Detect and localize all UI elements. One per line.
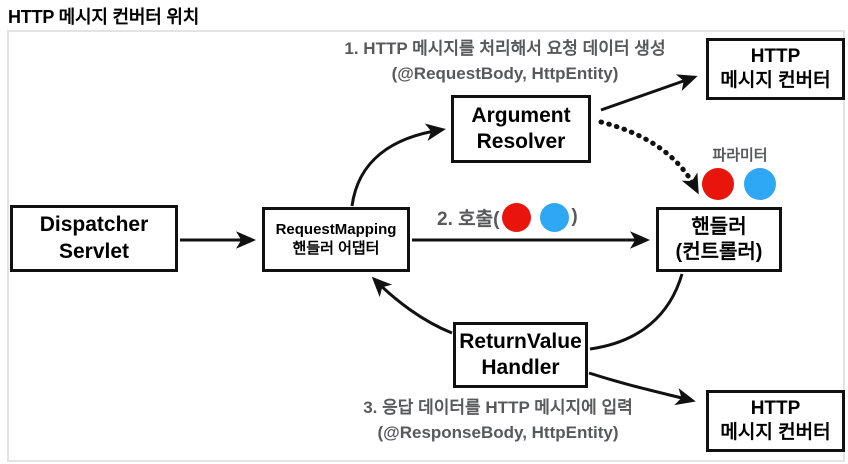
page-title: HTTP 메시지 컨버터 위치 xyxy=(8,7,200,27)
argument-resolver-box: Argument Resolver xyxy=(451,95,591,163)
step1-line1: 1. HTTP 메시지를 처리해서 요청 데이터 생성 xyxy=(344,39,666,58)
step2-label-suffix: ) xyxy=(571,206,578,227)
request-mapping-adapter-box: RequestMapping 핸들러 어댑터 xyxy=(262,207,410,272)
red-parameter-icon xyxy=(702,168,734,200)
parameter-label: 파라미터 xyxy=(712,147,768,164)
blue-argument-icon xyxy=(540,202,570,232)
step2-label-prefix: 2. 호출( xyxy=(437,208,500,230)
step1-line2: (@RequestBody, HttpEntity) xyxy=(391,63,619,83)
red-argument-icon xyxy=(502,202,532,232)
dispatcher-servlet-box: Dispatcher Servlet xyxy=(10,205,178,272)
step3-line2: (@ResponseBody, HttpEntity) xyxy=(377,422,619,442)
step3-annotation: 3. 응답 데이터를 HTTP 메시지에 입력 (@ResponseBody, … xyxy=(318,396,678,445)
blue-parameter-icon xyxy=(744,168,776,200)
return-value-handler-box: ReturnValue Handler xyxy=(453,322,588,388)
http-message-converter-top-box: HTTP 메시지 컨버터 xyxy=(706,38,845,100)
http-message-converter-bottom-box: HTTP 메시지 컨버터 xyxy=(706,390,845,452)
handler-controller-box: 핸들러 (컨트롤러) xyxy=(656,207,782,272)
step2-call-annotation: 2. 호출( ) xyxy=(437,201,578,233)
step1-annotation: 1. HTTP 메시지를 처리해서 요청 데이터 생성 (@RequestBod… xyxy=(325,37,685,86)
step3-line1: 3. 응답 데이터를 HTTP 메시지에 입력 xyxy=(363,398,633,417)
